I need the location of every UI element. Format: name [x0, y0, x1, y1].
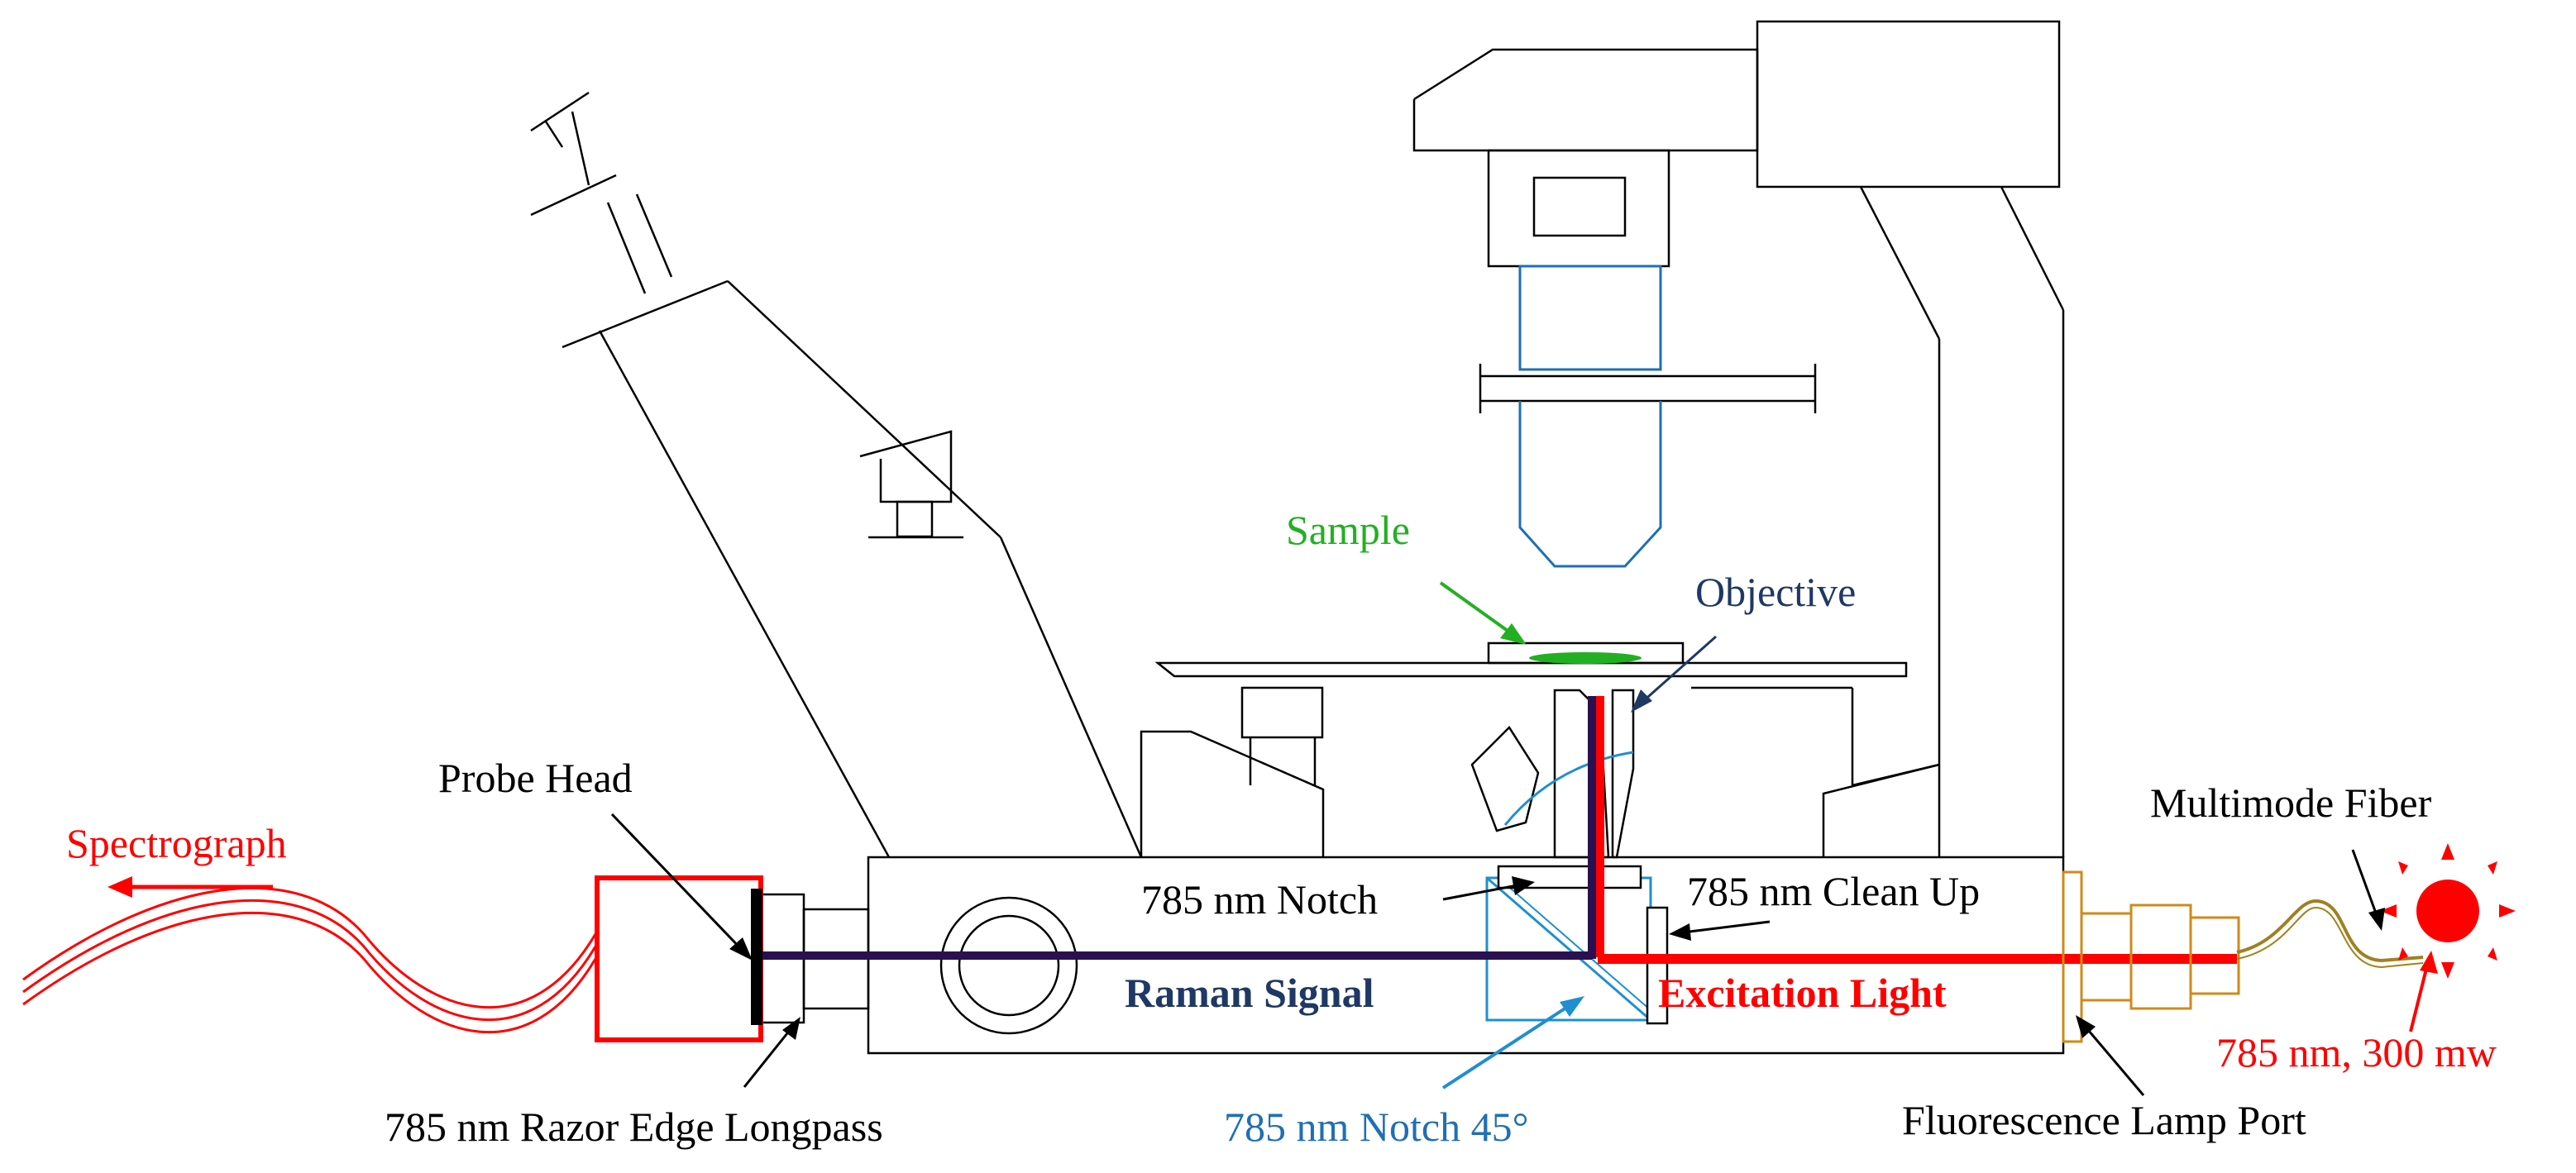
- objective-turret: [1470, 689, 1635, 859]
- label-objective: Objective: [1695, 569, 1856, 615]
- raman-signal-beam: [762, 696, 1596, 960]
- label-spectrograph: Spectrograph: [66, 820, 287, 866]
- label-notch-45: 785 nm Notch 45°: [1224, 1104, 1529, 1150]
- filter-wheel: [939, 896, 1078, 1035]
- label-fluorescence-port: Fluorescence Lamp Port: [1902, 1097, 2306, 1143]
- leader-arrows: [610, 581, 2438, 1096]
- beam-splitter-cube: [1485, 876, 1652, 1022]
- laser-source-icon: [2380, 843, 2516, 979]
- label-probe-head: Probe Head: [438, 755, 633, 801]
- clean-up-filter: [1646, 906, 1669, 1025]
- eyepiece-tube: [530, 91, 1143, 858]
- side-knob-housing: [859, 430, 963, 539]
- label-sample: Sample: [1286, 507, 1410, 553]
- label-clean-up: 785 nm Clean Up: [1687, 868, 1980, 914]
- excitation-beam: [1596, 696, 2237, 964]
- spectrograph-arrow: [108, 876, 273, 898]
- label-multimode-fiber: Multimode Fiber: [2150, 780, 2432, 826]
- razor-edge-filter: [751, 889, 762, 1025]
- label-raman-signal: Raman Signal: [1125, 970, 1374, 1016]
- stage: [1154, 641, 1940, 787]
- stage-supports: [1140, 730, 1940, 857]
- fluorescence-lamp-port: [2062, 870, 2240, 1043]
- label-laser-spec: 785 nm, 300 mw: [2216, 1029, 2497, 1075]
- microscope-body: [530, 20, 2065, 1055]
- multimode-fiber: [2236, 899, 2424, 969]
- sample-drop: [1529, 652, 1642, 664]
- spectrograph-box: [595, 875, 763, 1042]
- spectrograph-fiber: [22, 887, 597, 1034]
- label-razor-edge: 785 nm Razor Edge Longpass: [385, 1104, 883, 1150]
- label-notch: 785 nm Notch: [1141, 876, 1378, 923]
- label-excitation-light: Excitation Light: [1658, 970, 1947, 1016]
- condenser: [1479, 265, 1817, 568]
